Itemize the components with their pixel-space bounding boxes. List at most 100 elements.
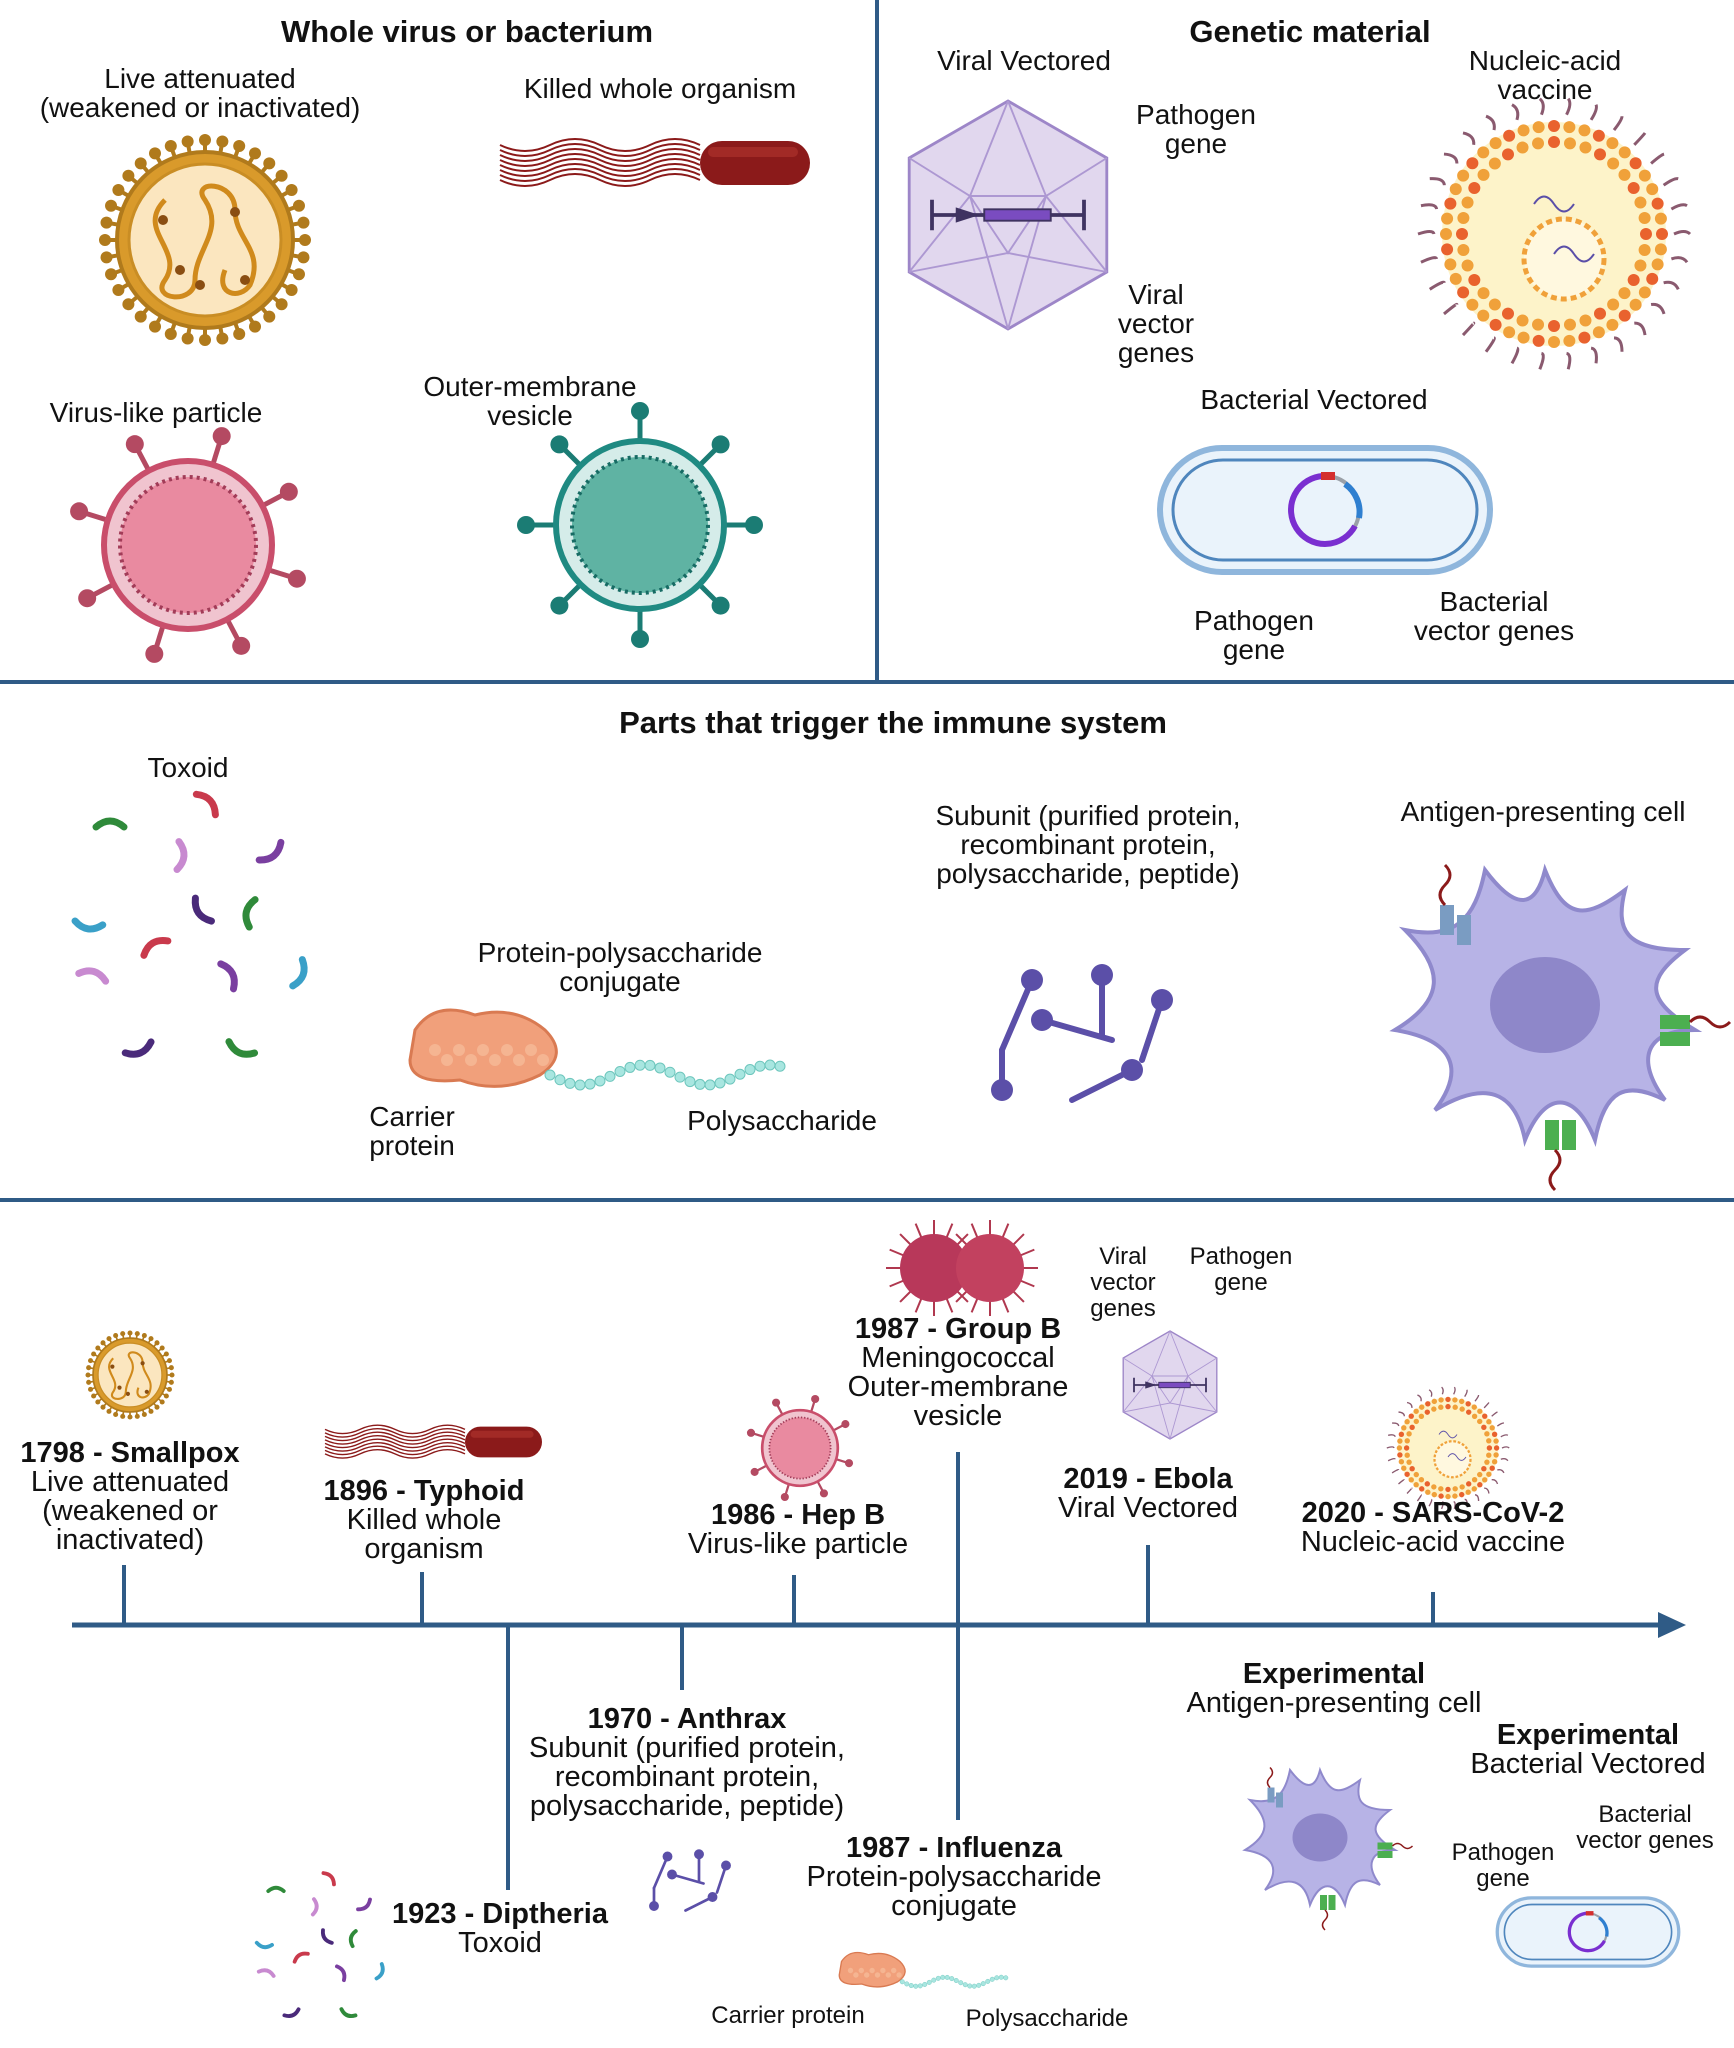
bacterial-vector-icon	[1157, 445, 1493, 575]
svg-text:Carrier: Carrier	[369, 1101, 455, 1132]
viral-vectored-label: Viral Vectored	[937, 45, 1111, 76]
svg-text:genes: genes	[1090, 1295, 1155, 1322]
event-experimental-apc: Experimental Antigen-presenting cell	[1186, 1658, 1482, 1931]
bact-pathogen-gene-label: Pathogen gene	[1194, 605, 1314, 665]
svg-text:1987 - Group B: 1987 - Group B	[855, 1313, 1061, 1345]
svg-text:gene: gene	[1214, 1269, 1267, 1296]
event-anthrax: 1970 - Anthrax Subunit (purified protein…	[529, 1703, 845, 1912]
conjugate-label: Protein-polysaccharide conjugate	[478, 937, 763, 997]
event-typhoid: 1896 - Typhoid Killed whole organism	[324, 1424, 542, 1565]
svg-text:1923 - Diptheria: 1923 - Diptheria	[392, 1898, 609, 1930]
pathogen-gene-label: Pathogen gene	[1136, 99, 1256, 159]
conjugate-icon	[838, 1951, 1009, 1989]
svg-text:Nucleic-acid: Nucleic-acid	[1469, 45, 1622, 76]
section-title-parts: Parts that trigger the immune system	[619, 705, 1167, 740]
svg-text:Bacterial Vectored: Bacterial Vectored	[1470, 1748, 1705, 1780]
svg-text:genes: genes	[1118, 337, 1194, 368]
svg-text:1896 - Typhoid: 1896 - Typhoid	[324, 1475, 525, 1507]
svg-text:inactivated): inactivated)	[56, 1524, 204, 1556]
virus-like-particle-icon	[746, 1394, 854, 1502]
conjugate-icon	[408, 1008, 786, 1091]
svg-text:Experimental: Experimental	[1243, 1658, 1425, 1690]
timeline-ticks	[122, 1452, 1435, 1890]
svg-text:protein: protein	[369, 1130, 455, 1161]
timeline-arrowhead	[1658, 1612, 1686, 1638]
svg-text:recombinant protein,: recombinant protein,	[555, 1761, 819, 1793]
bacterial-vector-icon	[1495, 1896, 1681, 1968]
polysaccharide-label: Polysaccharide	[687, 1105, 877, 1136]
toxoid-icon	[254, 1871, 385, 2019]
svg-text:gene: gene	[1165, 128, 1227, 159]
svg-text:Bacterial: Bacterial	[1598, 1801, 1691, 1828]
toxoid-label: Toxoid	[148, 752, 229, 783]
subunit-icon	[991, 964, 1173, 1103]
svg-text:Toxoid: Toxoid	[458, 1927, 542, 1959]
svg-text:1970 - Anthrax: 1970 - Anthrax	[588, 1703, 787, 1735]
subunit-icon	[649, 1849, 731, 1912]
svg-text:Live attenuated: Live attenuated	[104, 63, 296, 94]
svg-text:conjugate: conjugate	[891, 1890, 1017, 1922]
svg-text:Pathogen: Pathogen	[1194, 605, 1314, 636]
subunit-label: Subunit (purified protein, recombinant p…	[935, 800, 1240, 889]
live-attenuated-virus-icon	[85, 1330, 175, 1420]
svg-text:Experimental: Experimental	[1497, 1719, 1679, 1751]
svg-text:(weakened or: (weakened or	[42, 1495, 218, 1527]
svg-text:Killed whole: Killed whole	[347, 1504, 502, 1536]
svg-text:vector genes: vector genes	[1414, 615, 1574, 646]
event-groupb: 1987 - Group B Meningococcal Outer-membr…	[848, 1220, 1068, 1432]
carrier-protein-label: Carrier protein	[369, 1101, 455, 1161]
bacterial-vectored-label: Bacterial Vectored	[1200, 384, 1427, 415]
apc-label: Antigen-presenting cell	[1401, 796, 1686, 827]
lipid-nanoparticle-icon	[1417, 97, 1692, 370]
section-title-genetic: Genetic material	[1189, 14, 1430, 49]
event-smallpox: 1798 - Smallpox Live attenuated (weakene…	[20, 1330, 240, 1556]
event-sars: 2020 - SARS-CoV-2 Nucleic-acid vaccine	[1301, 1386, 1565, 1558]
timeline-axis	[72, 1612, 1686, 1638]
svg-text:Subunit (purified protein,: Subunit (purified protein,	[529, 1732, 845, 1764]
svg-text:polysaccharide, peptide): polysaccharide, peptide)	[530, 1790, 844, 1822]
svg-text:vesicle: vesicle	[487, 400, 573, 431]
svg-text:recombinant protein,: recombinant protein,	[960, 829, 1215, 860]
svg-text:Pathogen: Pathogen	[1452, 1839, 1555, 1866]
svg-text:Viral: Viral	[1099, 1243, 1147, 1270]
killed-bacterium-icon	[499, 138, 810, 187]
svg-text:1798 - Smallpox: 1798 - Smallpox	[20, 1437, 239, 1469]
killed-whole-label: Killed whole organism	[524, 73, 796, 104]
lipid-nanoparticle-icon	[1386, 1386, 1510, 1510]
svg-text:(weakened or inactivated): (weakened or inactivated)	[40, 92, 361, 123]
svg-text:Live attenuated: Live attenuated	[31, 1466, 229, 1498]
svg-text:2019 - Ebola: 2019 - Ebola	[1063, 1463, 1233, 1495]
event-diptheria: 1923 - Diptheria Toxoid	[254, 1871, 609, 2019]
svg-text:1987 - Influenza: 1987 - Influenza	[846, 1832, 1063, 1864]
svg-text:vector: vector	[1090, 1269, 1155, 1296]
svg-text:Carrier protein: Carrier protein	[711, 2002, 864, 2029]
svg-text:Pathogen: Pathogen	[1136, 99, 1256, 130]
svg-text:vector genes: vector genes	[1576, 1827, 1713, 1854]
svg-text:Virus-like particle: Virus-like particle	[688, 1528, 908, 1560]
antigen-presenting-cell-icon	[1389, 863, 1732, 1192]
svg-text:vector: vector	[1118, 308, 1194, 339]
section-dividers	[0, 0, 1734, 1202]
bacterial-vector-genes-label: Bacterial vector genes	[1414, 586, 1574, 646]
virus-like-particle-icon	[70, 427, 306, 663]
svg-text:Polysaccharide: Polysaccharide	[966, 2005, 1129, 2032]
svg-text:gene: gene	[1476, 1865, 1529, 1892]
svg-text:Subunit (purified protein,: Subunit (purified protein,	[935, 800, 1240, 831]
svg-text:1986 - Hep B: 1986 - Hep B	[711, 1499, 885, 1531]
svg-text:organism: organism	[364, 1533, 483, 1565]
nucleic-acid-label: Nucleic-acid vaccine	[1469, 45, 1622, 105]
svg-text:Viral: Viral	[1128, 279, 1184, 310]
omv-label: Outer-membrane vesicle	[423, 371, 636, 431]
live-attenuated-label: Live attenuated (weakened or inactivated…	[40, 63, 361, 123]
svg-text:vesicle: vesicle	[914, 1400, 1003, 1432]
viral-vector-icon	[1122, 1330, 1218, 1440]
svg-text:Pathogen: Pathogen	[1190, 1243, 1293, 1270]
event-hepb: 1986 - Hep B Virus-like particle	[688, 1394, 908, 1560]
svg-text:Outer-membrane: Outer-membrane	[423, 371, 636, 402]
meningococcus-icon	[886, 1220, 1038, 1316]
svg-text:Meningococcal: Meningococcal	[861, 1342, 1054, 1374]
event-ebola: Viral vector genes Pathogen gene 2019 - …	[1058, 1243, 1292, 1524]
svg-text:Bacterial: Bacterial	[1440, 586, 1549, 617]
svg-text:Protein-polysaccharide: Protein-polysaccharide	[807, 1861, 1102, 1893]
antigen-presenting-cell-icon	[1242, 1766, 1414, 1931]
